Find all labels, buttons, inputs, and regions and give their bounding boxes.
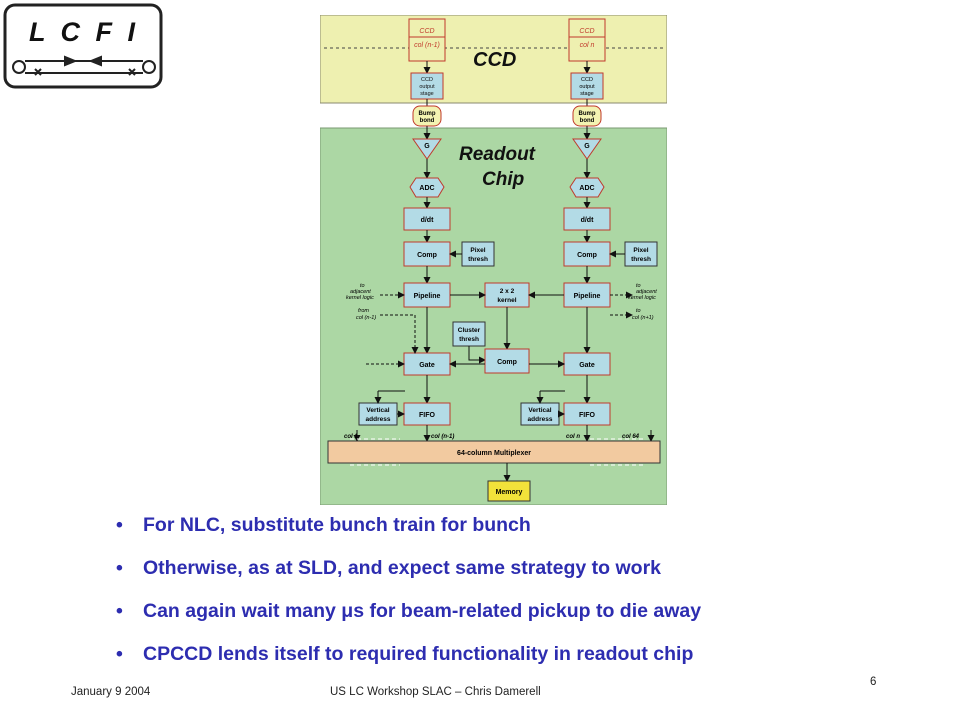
mux-coln: col n bbox=[566, 434, 580, 440]
kernel-l1: 2 x 2 bbox=[500, 288, 515, 295]
vertical-address-left-l2: address bbox=[366, 416, 391, 423]
adc-right bbox=[569, 177, 605, 198]
right-note-to-col: col (n+1) bbox=[632, 315, 654, 321]
bullet-marker: • bbox=[116, 514, 123, 536]
kernel-2x2 bbox=[484, 282, 530, 308]
output-stage-right-l2: output bbox=[579, 84, 595, 90]
ccd-cell-right-col: col n bbox=[580, 42, 595, 49]
adc-right-label: ADC bbox=[579, 185, 594, 192]
output-stage-left bbox=[410, 72, 444, 100]
readout-label-line2: Chip bbox=[482, 169, 524, 190]
gain-stage-right-label: G bbox=[584, 143, 590, 150]
ccd-cell-left-col: col (n-1) bbox=[414, 42, 440, 49]
mux-col1: col 1 bbox=[344, 434, 358, 440]
ccd-cell-right-label: CCD bbox=[579, 28, 594, 35]
pixel-thresh-left-l1: Pixel bbox=[470, 247, 485, 254]
output-stage-right-l3: stage bbox=[580, 91, 593, 97]
bump-bond-left-l2: bond bbox=[420, 118, 435, 124]
ccd-readout-chip-diagram: CCD Readout Chip CCD col (n-1) CCD outpu… bbox=[320, 15, 667, 505]
adc-left-label: ADC bbox=[419, 185, 434, 192]
bullet-item: • Can again wait many μs for beam-related… bbox=[110, 596, 910, 639]
bullet-list: • For NLC, substitute bunch train for bun… bbox=[110, 510, 910, 682]
pipeline-right-label: Pipeline bbox=[574, 293, 601, 300]
bullet-item: • For NLC, substitute bunch train for bun… bbox=[110, 510, 910, 553]
ccd-cell-left-label: CCD bbox=[419, 28, 434, 35]
ccd-region bbox=[320, 15, 667, 104]
left-note-kernel: kernel logic bbox=[346, 295, 374, 301]
output-stage-left-l1: CCD bbox=[421, 77, 433, 83]
right-note-adjacent: adjacent bbox=[636, 289, 657, 295]
right-note-kernel: kernel logic bbox=[628, 295, 656, 301]
right-note-to2: to bbox=[636, 308, 641, 314]
center-comp-label: Comp bbox=[497, 359, 517, 366]
footer-presenter: US LC Workshop SLAC – Chris Damerell bbox=[330, 686, 541, 698]
bullet-text: For NLC, substitute bunch train for bunc… bbox=[143, 514, 531, 536]
comp-left-label: Comp bbox=[417, 252, 437, 259]
logo-text: L C F I bbox=[29, 17, 139, 47]
page-number: 6 bbox=[870, 676, 877, 688]
bump-bond-right-l2: bond bbox=[580, 118, 595, 124]
cluster-thresh-l2: thresh bbox=[459, 336, 479, 343]
left-note-to: to bbox=[360, 283, 365, 289]
left-note-from: from bbox=[358, 308, 369, 314]
comp-left bbox=[403, 241, 451, 267]
output-stage-left-l2: output bbox=[419, 84, 435, 90]
vertical-address-right-l2: address bbox=[528, 416, 553, 423]
adc-left bbox=[409, 177, 445, 198]
left-note-from-col: col (n-1) bbox=[356, 315, 376, 321]
bullet-text: Can again wait many μs for beam-related … bbox=[143, 600, 702, 622]
comp-right-label: Comp bbox=[577, 252, 597, 259]
fifo-right-label: FIFO bbox=[579, 412, 595, 419]
right-note-to: to bbox=[636, 283, 641, 289]
multiplexer bbox=[327, 440, 661, 464]
ccd-cell-left bbox=[408, 18, 446, 62]
gain-stage-left bbox=[412, 138, 442, 160]
left-column: CCD col (n-1) CCD output stage Bump bond… bbox=[353, 18, 451, 442]
gate-left-label: Gate bbox=[419, 362, 435, 369]
pipeline-left-label: Pipeline bbox=[414, 293, 441, 300]
bump-bond-right-l1: Bump bbox=[579, 111, 596, 117]
bullet-text: Otherwise, as at SLD, and expect same st… bbox=[143, 557, 662, 579]
output-stage-right-l1: CCD bbox=[581, 77, 593, 83]
output-stage-left-l3: stage bbox=[420, 91, 433, 97]
pipeline-left bbox=[403, 282, 451, 308]
center-comp bbox=[484, 348, 530, 374]
pixel-thresh-right-l2: thresh bbox=[631, 256, 651, 263]
pixel-thresh-left-l2: thresh bbox=[468, 256, 488, 263]
ccd-cell-right bbox=[568, 18, 606, 62]
gain-stage-left-label: G bbox=[424, 143, 430, 150]
bullet-item: • Otherwise, as at SLD, and expect same s… bbox=[110, 553, 910, 596]
logo-beamline-icon bbox=[12, 55, 156, 76]
memory bbox=[487, 480, 531, 502]
lcfi-logo: L C F I bbox=[3, 3, 163, 89]
readout-label-line1: Readout bbox=[459, 144, 536, 165]
vertical-address-right-l1: Vertical bbox=[528, 407, 551, 414]
comp-right bbox=[563, 241, 611, 267]
bullet-marker: • bbox=[116, 643, 123, 665]
ddt-left-label: d/dt bbox=[421, 217, 434, 224]
mux-coln1: col (n-1) bbox=[431, 434, 454, 440]
kernel-l2: kernel bbox=[497, 297, 516, 304]
bullet-text: CPCCD lends itself to required functiona… bbox=[143, 643, 694, 665]
mux-title: 64-column Multiplexer bbox=[457, 450, 531, 457]
right-column: CCD col n CCD output stage Bump bond G A… bbox=[520, 18, 655, 442]
ddt-right-label: d/dt bbox=[581, 217, 594, 224]
left-note-adjacent: adjacent bbox=[350, 289, 371, 295]
gate-right-label: Gate bbox=[579, 362, 595, 369]
pixel-thresh-right-l1: Pixel bbox=[633, 247, 648, 254]
gain-stage-right bbox=[572, 138, 602, 160]
ccd-region-label: CCD bbox=[473, 49, 516, 71]
footer-date: January 9 2004 bbox=[71, 686, 151, 698]
bullet-marker: • bbox=[116, 600, 123, 622]
bump-bond-left-l1: Bump bbox=[419, 111, 436, 117]
mux-col64: col 64 bbox=[622, 434, 640, 440]
memory-label: Memory bbox=[496, 489, 523, 496]
vertical-address-left-l1: Vertical bbox=[366, 407, 389, 414]
cluster-thresh-l1: Cluster bbox=[458, 327, 481, 334]
bullet-marker: • bbox=[116, 557, 123, 579]
fifo-left-label: FIFO bbox=[419, 412, 435, 419]
pixel-thresh-right bbox=[624, 241, 658, 267]
bullet-item: • CPCCD lends itself to required function… bbox=[110, 639, 910, 682]
